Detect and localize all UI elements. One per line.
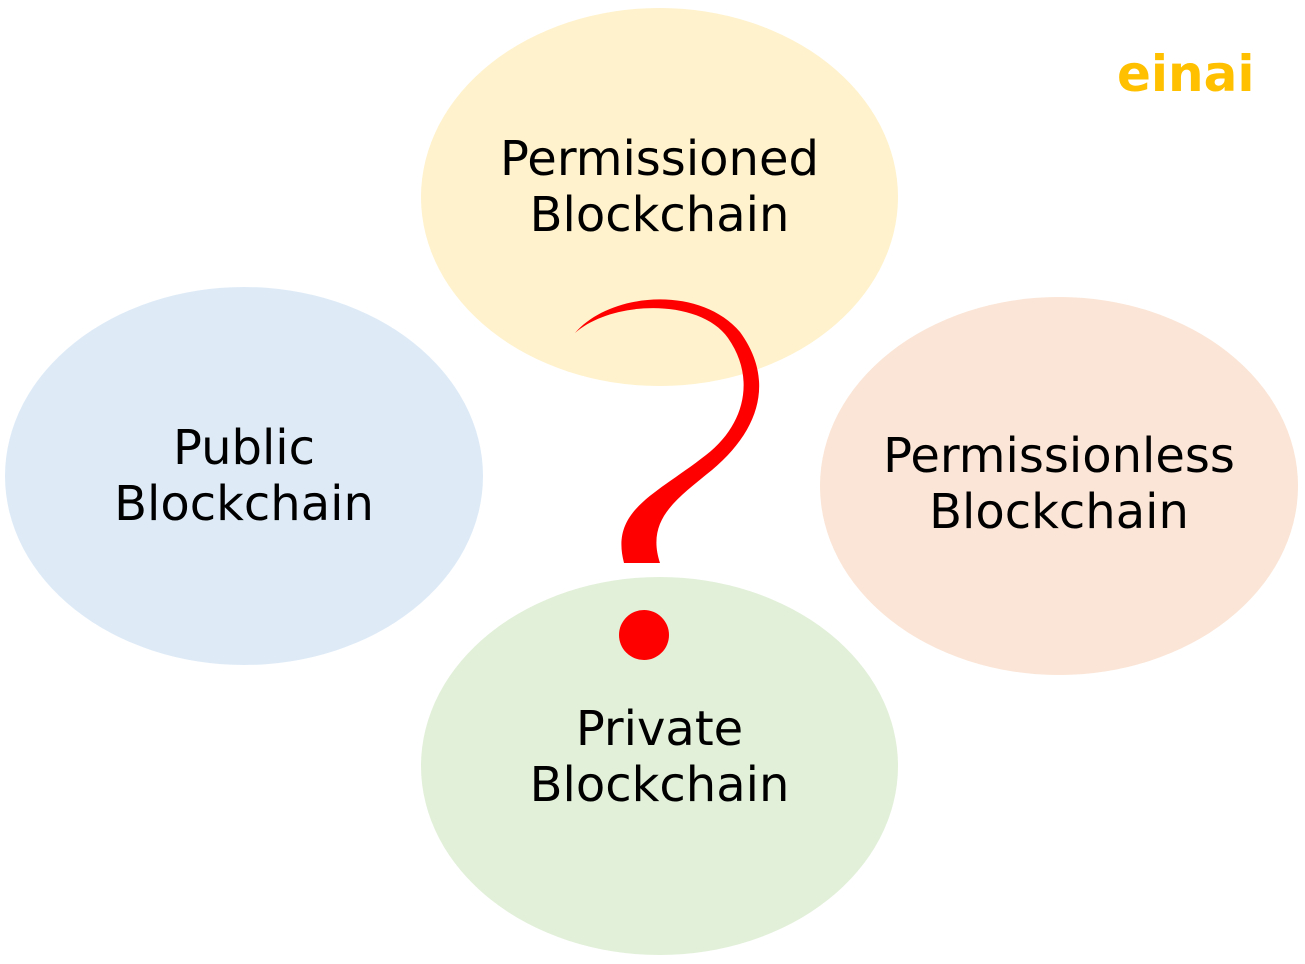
bubble-private-blockchain: Private Blockchain xyxy=(421,577,898,955)
bubble-label: Permissionless Blockchain xyxy=(883,428,1235,540)
bubble-permissioned-blockchain: Permissioned Blockchain xyxy=(421,8,898,386)
bubble-label-line2: Blockchain xyxy=(114,476,374,532)
bubble-permissionless-blockchain: Permissionless Blockchain xyxy=(820,297,1298,675)
bubble-label: Permissioned Blockchain xyxy=(500,131,819,243)
bubble-label-line2: Blockchain xyxy=(929,484,1189,540)
einai-logo: einai xyxy=(1117,45,1255,103)
bubble-label-line1: Private xyxy=(575,701,744,757)
bubble-label-line1: Public xyxy=(172,420,316,476)
bubble-label-line2: Blockchain xyxy=(529,757,790,813)
bubble-label-line1: Permissioned xyxy=(500,131,819,187)
bubble-label-line2: Blockchain xyxy=(529,187,790,243)
bubble-public-blockchain: Public Blockchain xyxy=(5,287,483,665)
bubble-label: Private Blockchain xyxy=(530,701,790,813)
bubble-label: Public Blockchain xyxy=(114,420,374,532)
bubble-label-line1: Permissionless xyxy=(883,428,1235,484)
